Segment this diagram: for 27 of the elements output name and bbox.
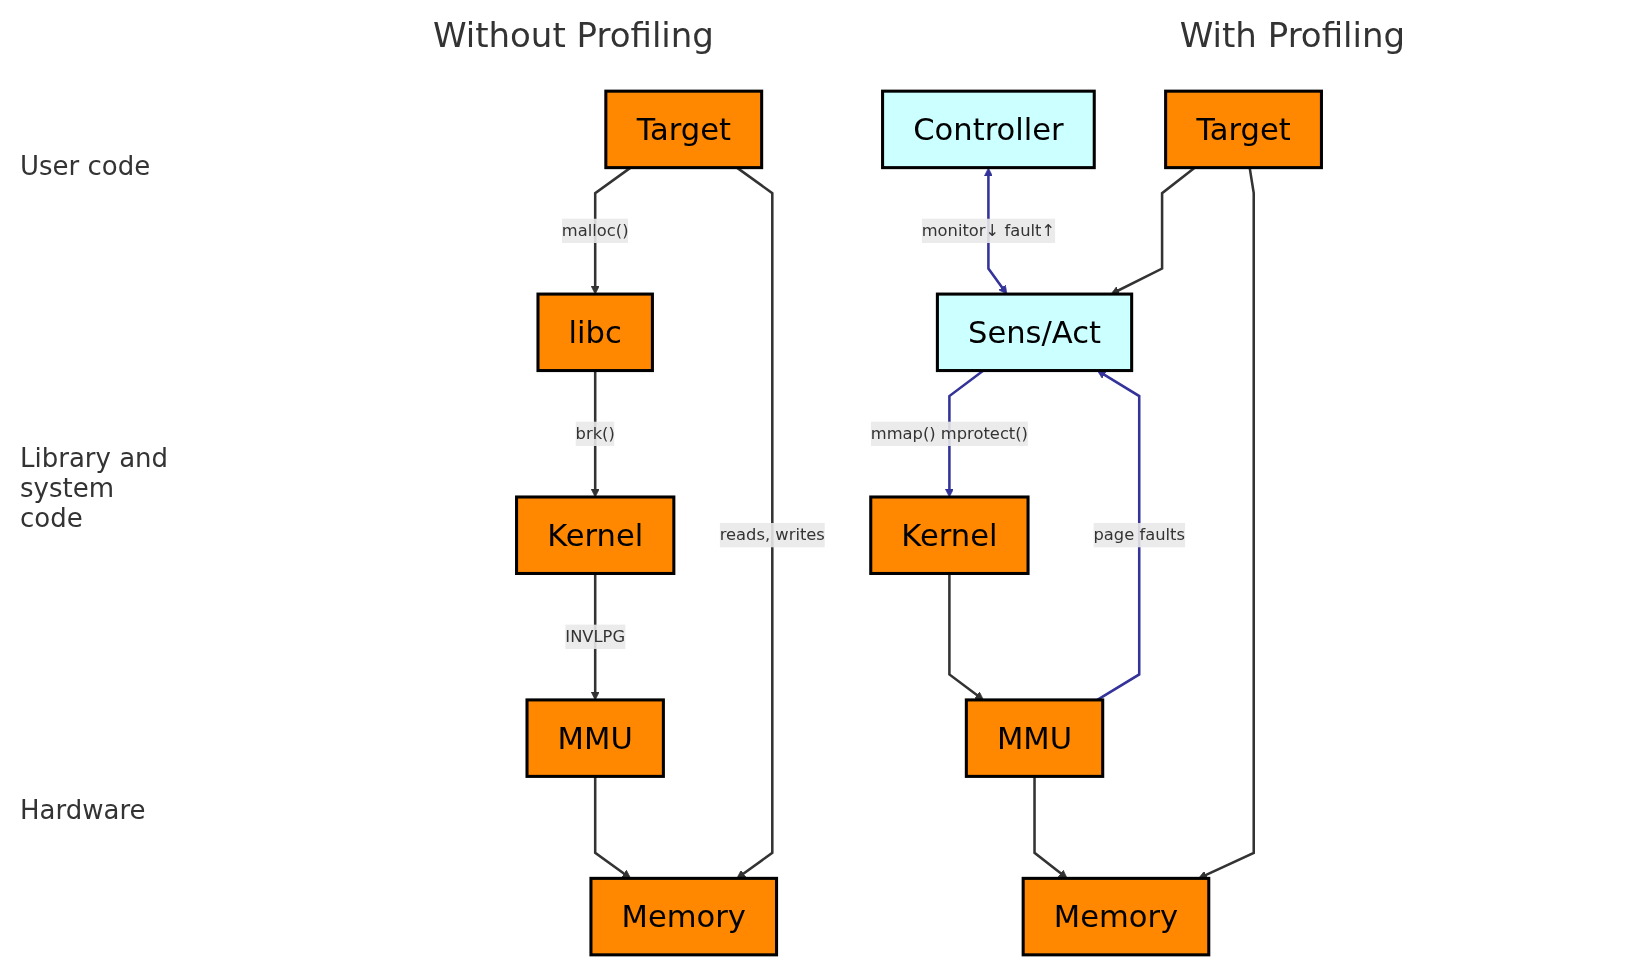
node-box: Controller bbox=[881, 89, 1096, 170]
node-box: Kernel bbox=[515, 495, 676, 575]
layer-label: Hardware bbox=[20, 795, 147, 825]
panel-heading: Without Profiling bbox=[432, 15, 714, 55]
edge-label: INVLPG bbox=[565, 626, 626, 646]
node-box: MMU bbox=[525, 698, 665, 778]
node-box: Kernel bbox=[869, 495, 1030, 575]
node-box: Memory bbox=[1021, 876, 1211, 957]
panel-heading: With Profiling bbox=[1179, 15, 1406, 55]
node-box: libc bbox=[536, 292, 654, 373]
layer-label: Library and system code bbox=[20, 443, 170, 533]
arrow bbox=[1096, 370, 1141, 701]
node-box: Target bbox=[1164, 89, 1323, 170]
edge-label: page faults bbox=[1093, 525, 1185, 545]
arrow bbox=[593, 776, 632, 879]
edge-label: mmap() mprotect() bbox=[870, 423, 1028, 443]
edge-label: brk() bbox=[575, 423, 615, 443]
node-box: Target bbox=[604, 89, 764, 170]
layer-label: User code bbox=[20, 151, 152, 181]
node-box: Memory bbox=[589, 876, 779, 957]
edge-label: reads, writes bbox=[719, 525, 825, 545]
node-box: MMU bbox=[964, 698, 1105, 778]
arrow bbox=[1033, 776, 1068, 879]
node-box: Sens/Act bbox=[935, 292, 1134, 373]
edge-label: malloc() bbox=[561, 220, 629, 241]
edge-label: monitor↓ fault↑ bbox=[921, 220, 1056, 241]
arrow bbox=[1198, 167, 1255, 880]
